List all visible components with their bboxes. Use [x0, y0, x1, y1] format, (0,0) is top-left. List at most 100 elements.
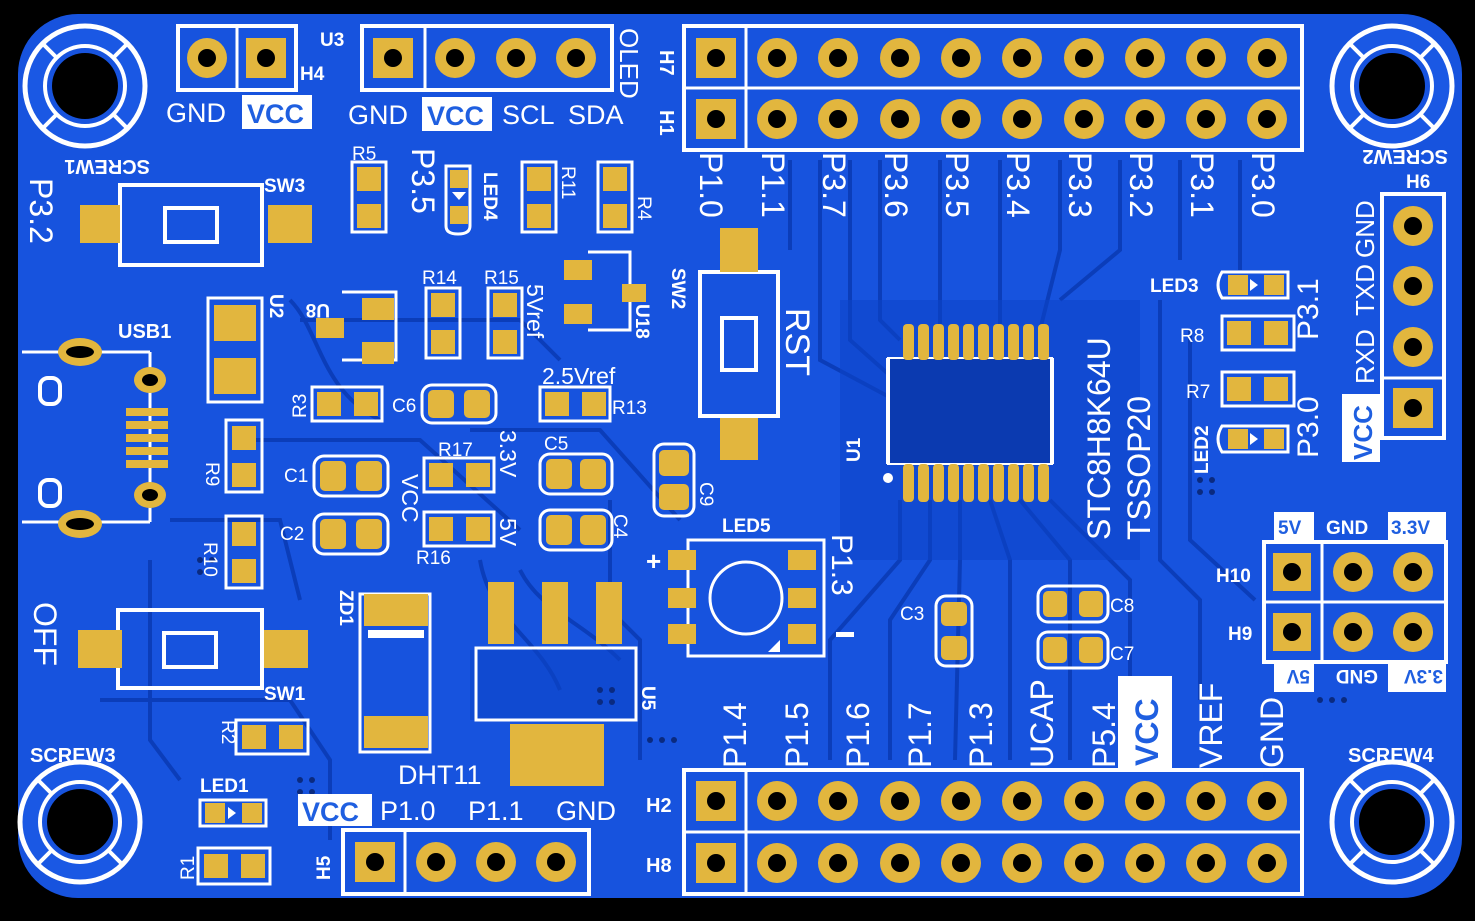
h6-label: H6: [1406, 172, 1430, 193]
h5-vcc-badge: [298, 794, 372, 826]
p31-label: P3.1: [1292, 278, 1325, 340]
u3-vcc-label: VCC: [427, 101, 484, 131]
led5-rgb-led: [668, 538, 826, 658]
r5-label: R5: [352, 144, 376, 165]
h7-label: H7: [655, 50, 677, 76]
h5-gnd-label: GND: [556, 796, 616, 826]
screw2-label: SCREW2: [1362, 145, 1448, 167]
h1-label: H1: [655, 110, 677, 136]
h5-vcc-label: VCC: [302, 797, 359, 827]
r13-label: R13: [612, 398, 647, 419]
led-pads: [198, 164, 1290, 828]
h9-gnd-label: GND: [1336, 665, 1378, 686]
h2-label: H2: [646, 795, 672, 817]
v25ref-label: 2.5Vref: [542, 363, 616, 389]
top-pin-label-3: P3.6: [878, 152, 914, 218]
h6-rxd-label: RXD: [1350, 329, 1380, 384]
c6-label: C6: [392, 396, 416, 417]
h9-label: H9: [1228, 624, 1252, 645]
h9-5v-label: 5V: [1286, 665, 1310, 686]
u18-label: U18: [631, 304, 652, 339]
top-pin-label-5: P3.4: [1000, 152, 1036, 218]
c5-label: C5: [544, 434, 568, 455]
u3-label: U3: [320, 30, 344, 51]
h4-vcc-label: VCC: [247, 99, 304, 129]
h7-h1-pin-headers: [682, 24, 1304, 152]
screw2-mounting-hole: [1329, 23, 1455, 149]
r3-label: R3: [290, 394, 311, 418]
top-pin-label-8: P3.1: [1184, 152, 1220, 218]
p131-label: P1.3: [825, 534, 858, 596]
led1-label: LED1: [200, 776, 249, 797]
screw3-label: SCREW3: [30, 745, 116, 767]
h9-5v-badge: [1274, 664, 1314, 692]
u3-vcc-badge: [422, 97, 492, 131]
bottom-pin-label-2: P1.6: [840, 702, 876, 768]
screw1-mounting-hole: [22, 23, 148, 149]
r7-label: R7: [1186, 382, 1210, 403]
u8-label: U8: [306, 299, 330, 320]
led4-label: LED4: [479, 172, 500, 221]
r11-label: R11: [557, 166, 578, 199]
u3-oled-header: [360, 24, 614, 92]
bottom-pin-label-6: P5.4: [1086, 702, 1122, 768]
h4-header: [176, 24, 298, 92]
h4-label: H4: [300, 64, 325, 85]
screw4-mounting-hole: [1329, 759, 1455, 885]
u3-sda-label: SDA: [568, 100, 624, 130]
vcc-vertical-label: VCC: [397, 474, 423, 523]
led5-label: LED5: [722, 516, 771, 537]
h4-vcc-badge: [242, 95, 312, 129]
chip-package-label: TSSOP20: [1121, 396, 1157, 540]
top-pin-label-2: P3.7: [816, 152, 852, 218]
h5-label: H5: [314, 855, 335, 880]
r15-label: R15: [484, 268, 519, 289]
r1-label: R1: [178, 856, 199, 880]
off-label: OFF: [27, 602, 63, 666]
h5-p11-label: P1.1: [468, 796, 524, 826]
top-pin-label-4: P3.5: [939, 152, 975, 218]
screw4-label: SCREW4: [1348, 745, 1434, 767]
top-pin-label-7: P3.2: [1123, 152, 1159, 218]
h10-5v-badge: [1274, 512, 1314, 540]
c3-label: C3: [900, 604, 924, 625]
h8-label: H8: [646, 855, 672, 877]
r10-label: R10: [199, 542, 220, 577]
u8-sot23: [316, 290, 398, 364]
usb1-label: USB1: [118, 321, 171, 343]
sw1-label: SW1: [264, 684, 306, 705]
u5-regulator: [474, 582, 638, 786]
bottom-pin-label-3: P1.7: [902, 702, 938, 768]
copper-pour-area-2: [470, 650, 640, 720]
bottom-pin-label-9: GND: [1254, 697, 1290, 768]
led3-label: LED3: [1150, 276, 1199, 297]
u2-label: U2: [265, 294, 286, 318]
v5ref-label: 5Vref: [522, 284, 548, 339]
c7-label: C7: [1110, 644, 1134, 665]
r16-label: R16: [416, 548, 451, 569]
bottom-pin-label-5: UCAP: [1024, 679, 1060, 768]
p35-label: P3.5: [405, 148, 441, 214]
h6-txd-label: TXD: [1350, 264, 1380, 316]
r9-label: R9: [201, 462, 222, 486]
bottom-pin-label-7: VCC: [1129, 698, 1165, 766]
dht11-label: DHT11: [398, 760, 482, 790]
v33-label: 3.3V: [495, 430, 521, 478]
bottom-pin-label-4: P1.3: [963, 702, 999, 768]
v5-label: 5V: [495, 518, 521, 547]
h6-vcc-badge: [1342, 394, 1380, 462]
sw3-label: SW3: [264, 176, 305, 197]
top-pin-label-0: P1.0: [693, 152, 729, 218]
h10-33v-label: 3.3V: [1391, 518, 1430, 539]
u1-mcu-tssop20: [883, 324, 1054, 502]
h4-gnd-label: GND: [166, 98, 226, 128]
c2-label: C2: [280, 524, 304, 545]
sw2-reset-switch: [698, 228, 780, 460]
h9-33v-label: 3.3V: [1404, 665, 1443, 686]
h6-gnd-label: GND: [1350, 200, 1380, 258]
u3-gnd-label: GND: [348, 100, 408, 130]
u3-scl-label: SCL: [502, 100, 555, 130]
h5-header: [341, 828, 591, 896]
c9-label: C9: [695, 482, 716, 506]
